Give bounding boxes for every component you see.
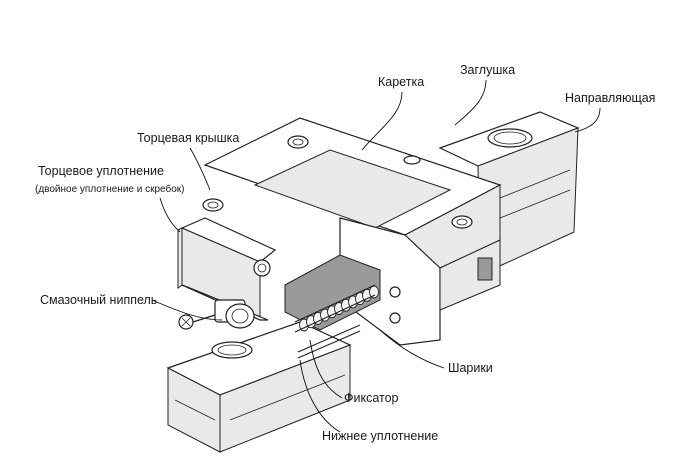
leader-bottom-seal [299,359,341,433]
plug-front [211,341,253,359]
leader-end-cap [189,147,211,191]
end-cap [180,217,277,321]
balls [299,285,379,332]
leader-balls [379,329,445,369]
label-end-seal-note: (двойное уплотнение и скребок) [35,183,185,195]
leader-lines [151,79,601,433]
label-end-cap: Торцевая крышка [137,131,239,145]
leader-retainer [309,339,343,399]
grease-nipple [178,299,255,330]
rail [166,111,580,453]
label-bottom-seal: Нижнее уплотнение [322,429,438,443]
plug [487,128,533,148]
leader-carriage [361,91,403,151]
retainer [294,284,376,333]
carriage-body [202,117,502,346]
label-grease-nipple: Смазочный ниппель [40,293,157,307]
ball [369,285,379,299]
bottom-seal [297,324,361,359]
label-end-seal: Торцевое уплотнение [38,164,164,178]
label-retainer: Фиксатор [344,391,399,405]
leader-rail [574,107,601,133]
label-rail: Направляющая [565,91,655,105]
label-carriage: Каретка [378,75,424,89]
leader-plug [454,79,487,126]
label-balls: Шарики [448,361,493,375]
leader-grease-nipple [151,299,223,321]
label-plug: Заглушка [460,63,515,77]
leader-end-seal [159,197,181,233]
